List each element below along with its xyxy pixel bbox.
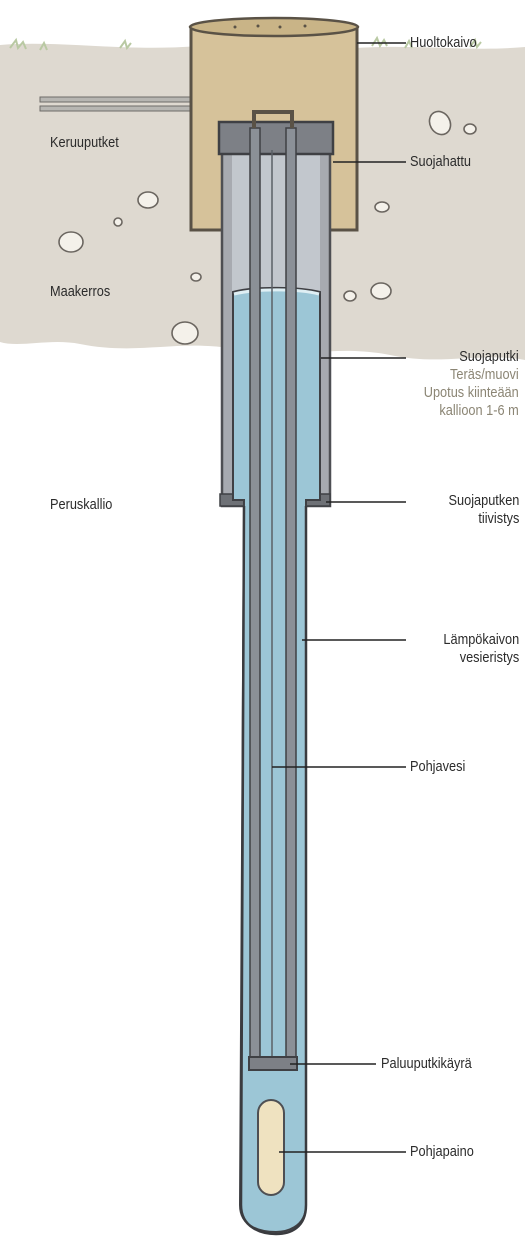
label-huoltokaivo: Huoltokaivo (410, 34, 477, 52)
protective-cap (219, 122, 333, 154)
label-vesieristys-line1: Lämpökaivon (443, 631, 519, 649)
label-peruskallio: Peruskallio (50, 496, 112, 514)
label-tiivistys-line1: Suojaputken (448, 492, 519, 510)
stone (191, 273, 201, 281)
stone (371, 283, 391, 299)
stone (172, 322, 198, 344)
bottom-weight (258, 1100, 284, 1195)
label-pohjavesi: Pohjavesi (410, 758, 465, 776)
label-maakerros: Maakerros (50, 283, 110, 301)
stone (138, 192, 158, 208)
stone (59, 232, 83, 252)
label-suojaputki-title: Suojaputki (424, 348, 519, 366)
stone (375, 202, 389, 212)
label-pohjapaino: Pohjapaino (410, 1143, 474, 1161)
return-bend (249, 1057, 297, 1070)
label-suojahattu: Suojahattu (410, 153, 471, 171)
label-keruuputket: Keruuputket (50, 134, 119, 152)
label-tiivistys-line2: tiivistys (448, 510, 519, 528)
stone (344, 291, 356, 301)
label-vesieristys-line2: vesieristys (443, 649, 519, 667)
label-suojaputki-depth-2: kallioon 1-6 m (424, 402, 519, 420)
label-suojaputki-depth-1: Upotus kiinteään (424, 384, 519, 402)
label-lampokaivon-vesieristys: Lämpökaivon vesieristys (443, 631, 519, 667)
label-suojaputki-material: Teräs/muovi (424, 366, 519, 384)
stone (464, 124, 476, 134)
label-paluuputkikayra: Paluuputkikäyrä (381, 1055, 472, 1073)
label-suojaputken-tiivistys: Suojaputken tiivistys (448, 492, 519, 528)
label-suojaputki: Suojaputki Teräs/muovi Upotus kiinteään … (424, 348, 519, 420)
stone (114, 218, 122, 226)
